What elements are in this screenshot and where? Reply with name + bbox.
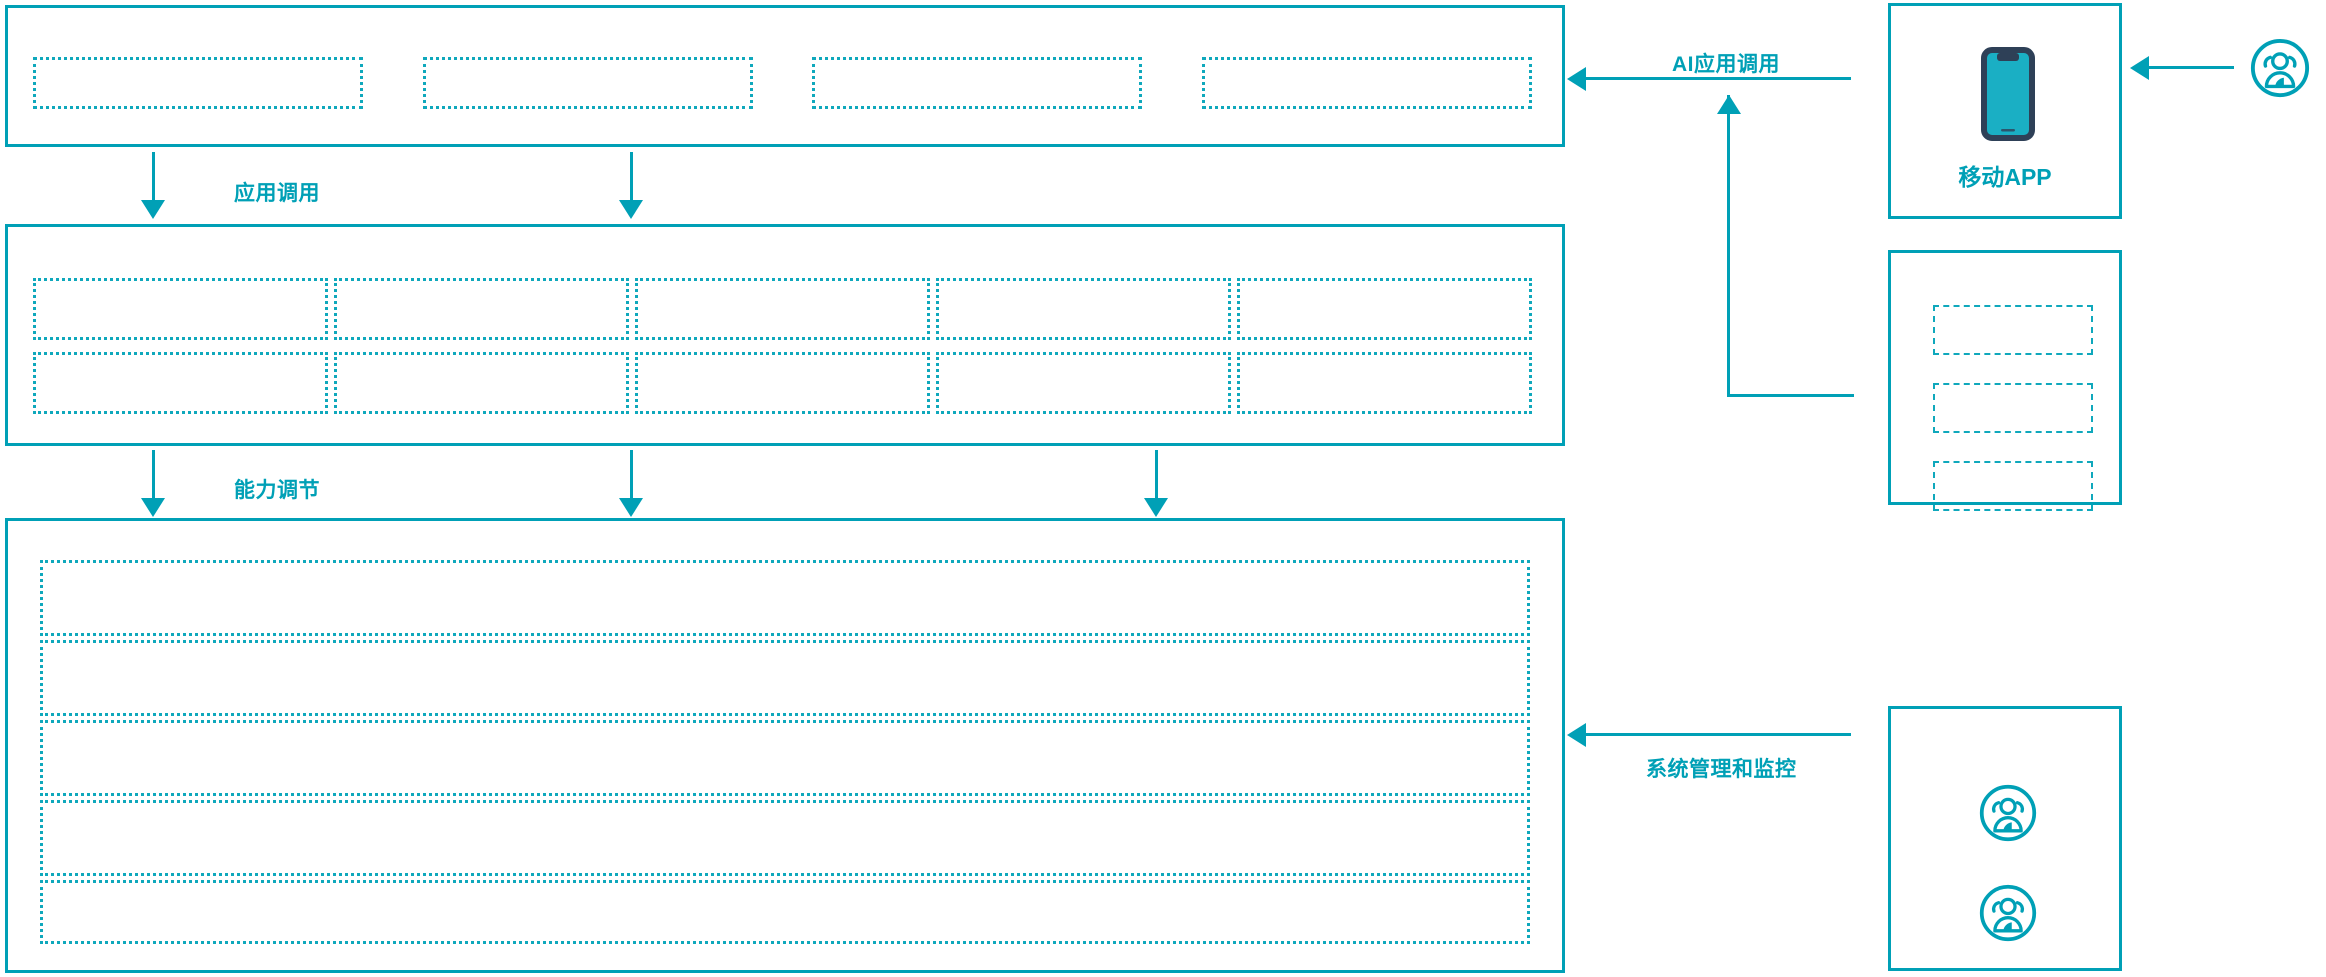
channels-elbow-horizontal [1727,394,1854,397]
mobile-app-panel-caption: 移动APP [1958,164,2052,190]
capability-adjust-label: 能力调节 [234,479,320,502]
channels-elbow-vertical [1727,95,1730,397]
application-layer-cell-4[interactable] [1202,57,1532,109]
system-mgmt-monitor-label: 系统管理和监控 [1646,758,1797,781]
operations-users-group-icon-1[interactable] [1976,781,2040,845]
app-invoke-arrow-2-shaft [630,152,633,204]
infrastructure-layer[interactable] [5,518,1565,973]
channels-panel[interactable] [1888,250,2122,511]
capability-adjust-arrow-3-head [1144,498,1168,517]
system-mgmt-arrow-shaft [1586,733,1851,736]
application-layer-cell-3[interactable] [812,57,1142,109]
infrastructure-layer-row-5[interactable] [40,880,1530,944]
capability-layer-row1-cell-1[interactable] [33,278,328,340]
capability-layer[interactable] [5,224,1565,446]
ai-app-invoke-arrow-head [1567,67,1586,91]
system-mgmt-arrow-head [1567,723,1586,747]
capability-layer-row1-cell-5[interactable] [1237,278,1532,340]
capability-layer-row1-cell-2[interactable] [334,278,629,340]
capability-layer-row2-cell-4[interactable] [936,352,1231,414]
ai-app-invoke-arrow-shaft [1586,77,1851,80]
capability-adjust-arrow-1-head [141,498,165,517]
application-layer[interactable] [5,5,1565,147]
channels-elbow-arrow-head [1717,95,1741,114]
application-layer-cell-2[interactable] [423,57,753,109]
app-invoke-label: 应用调用 [234,182,320,205]
end-user-users-group-icon[interactable] [2248,36,2312,100]
application-layer-cell-1[interactable] [33,57,363,109]
app-invoke-arrow-2-head [619,200,643,219]
app-invoke-arrow-1-shaft [152,152,155,204]
capability-layer-row2-cell-3[interactable] [635,352,930,414]
channels-panel-item-3[interactable] [1933,461,2093,511]
end-user-arrow-shaft [2149,66,2234,69]
capability-layer-row1-cell-3[interactable] [635,278,930,340]
ai-app-invoke-label: AI应用调用 [1672,53,1780,76]
end-user-arrow-head [2130,56,2149,80]
capability-adjust-arrow-1-shaft [152,450,155,502]
infrastructure-layer-row-3[interactable] [40,720,1530,796]
operations-panel[interactable] [1888,706,2122,971]
channels-panel-item-2[interactable] [1933,383,2093,433]
mobile-app-panel[interactable]: 移动APP [1888,3,2122,219]
capability-adjust-arrow-2-head [619,498,643,517]
capability-layer-row2-cell-5[interactable] [1237,352,1532,414]
capability-layer-row2-cell-1[interactable] [33,352,328,414]
mobile-phone-icon [1891,44,2125,144]
capability-layer-row1-cell-4[interactable] [936,278,1231,340]
infrastructure-layer-row-2[interactable] [40,640,1530,716]
app-invoke-arrow-1-head [141,200,165,219]
infrastructure-layer-row-4[interactable] [40,800,1530,876]
capability-adjust-arrow-3-shaft [1155,450,1158,502]
capability-adjust-arrow-2-shaft [630,450,633,502]
channels-panel-item-1[interactable] [1933,305,2093,355]
capability-layer-row2-cell-2[interactable] [334,352,629,414]
infrastructure-layer-row-1[interactable] [40,560,1530,636]
operations-users-group-icon-2[interactable] [1976,881,2040,945]
